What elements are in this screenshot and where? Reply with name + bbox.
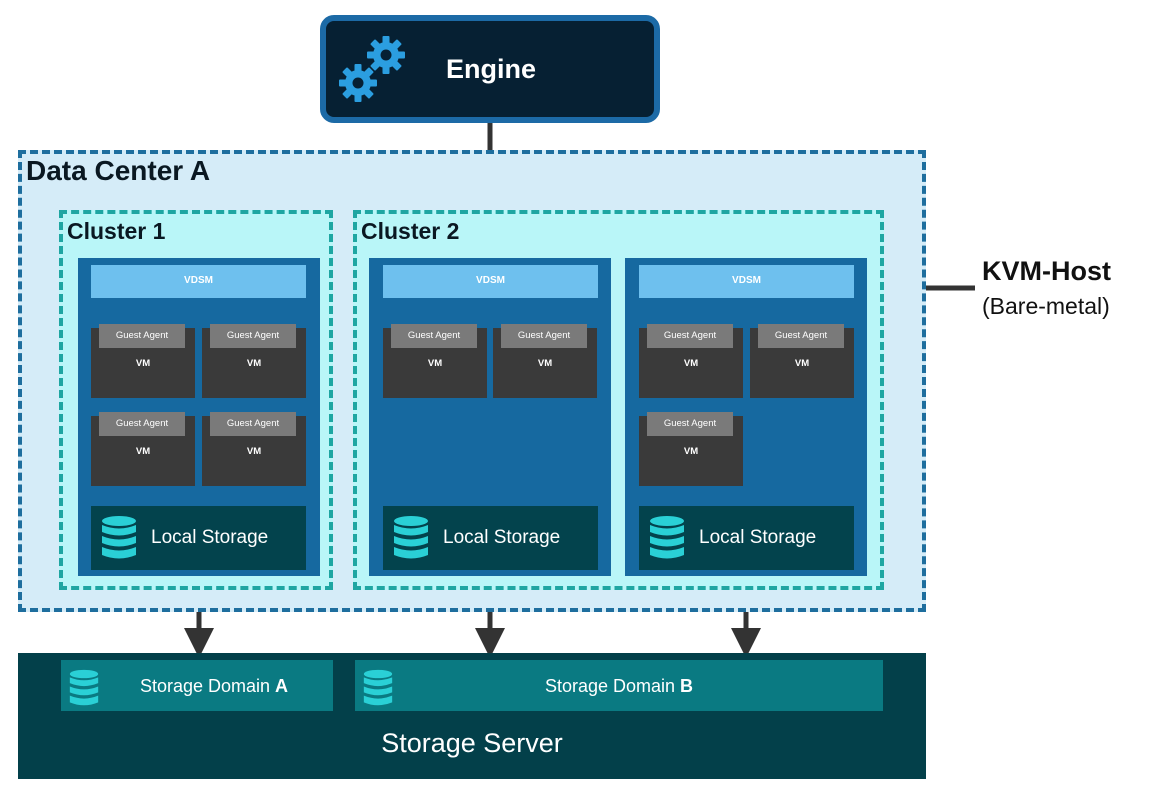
- kvm-host-title: KVM-Host: [982, 256, 1111, 286]
- guest-agent: Guest Agent: [501, 324, 587, 348]
- storage-domain-label: Storage Domain A: [61, 660, 333, 712]
- vm-label: VM: [246, 446, 262, 457]
- local-storage: Local Storage: [383, 506, 598, 570]
- vm-box: Guest Agent VM: [91, 324, 195, 398]
- local-storage: Local Storage: [91, 506, 306, 570]
- storage-domain-suffix: A: [275, 676, 289, 696]
- local-storage-label: Local Storage: [699, 527, 817, 548]
- data-center-title: Data Center A: [26, 155, 211, 186]
- guest-agent: Guest Agent: [210, 412, 296, 436]
- storage-domain-name: Storage Domain: [139, 676, 271, 696]
- vdsm-bar: VDSM: [383, 265, 598, 298]
- local-storage-label: Local Storage: [443, 527, 561, 548]
- cluster-2-title: Cluster 2: [361, 218, 460, 244]
- kvm-host-subtitle: (Bare-metal): [982, 293, 1110, 319]
- guest-agent: Guest Agent: [647, 412, 733, 436]
- guest-agent: Guest Agent: [758, 324, 844, 348]
- vm-box: Guest Agent VM: [202, 412, 306, 486]
- storage-domain-name: Storage Domain: [544, 676, 676, 696]
- engine-label: Engine: [446, 54, 537, 84]
- database-icon: [69, 669, 99, 706]
- database-icon: [363, 669, 393, 706]
- guest-agent: Guest Agent: [99, 324, 185, 348]
- vm-label: VM: [135, 446, 151, 457]
- engine-box: Engine: [320, 15, 660, 123]
- vm-box: Guest Agent VM: [639, 412, 743, 486]
- guest-agent: Guest Agent: [99, 412, 185, 436]
- storage-domain-b: Storage Domain B: [355, 660, 883, 711]
- storage-domain-label: Storage Domain B: [355, 660, 883, 712]
- database-icon: [102, 516, 136, 559]
- vm-box: Guest Agent VM: [639, 324, 743, 398]
- vm-box: Guest Agent VM: [202, 324, 306, 398]
- database-icon: [394, 516, 428, 559]
- local-storage-label: Local Storage: [151, 527, 269, 548]
- vm-box: Guest Agent VM: [91, 412, 195, 486]
- storage-domain-a: Storage Domain A: [61, 660, 333, 711]
- guest-agent: Guest Agent: [210, 324, 296, 348]
- database-icon: [650, 516, 684, 559]
- vm-label: VM: [683, 358, 699, 369]
- local-storage: Local Storage: [639, 506, 854, 570]
- vm-label: VM: [135, 358, 151, 369]
- vm-label: VM: [794, 358, 810, 369]
- vm-box: Guest Agent VM: [383, 324, 487, 398]
- vdsm-bar: VDSM: [639, 265, 854, 298]
- vm-box: Guest Agent VM: [493, 324, 597, 398]
- vm-label: VM: [683, 446, 699, 457]
- storage-server-title: Storage Server: [381, 728, 563, 758]
- gears-icon: [339, 36, 405, 102]
- vm-label: VM: [246, 358, 262, 369]
- guest-agent: Guest Agent: [647, 324, 733, 348]
- vm-label: VM: [427, 358, 443, 369]
- vdsm-bar: VDSM: [91, 265, 306, 298]
- cluster-1-title: Cluster 1: [67, 218, 166, 244]
- vm-box: Guest Agent VM: [750, 324, 854, 398]
- vm-label: VM: [537, 358, 553, 369]
- guest-agent: Guest Agent: [391, 324, 477, 348]
- storage-domain-suffix: B: [680, 676, 694, 696]
